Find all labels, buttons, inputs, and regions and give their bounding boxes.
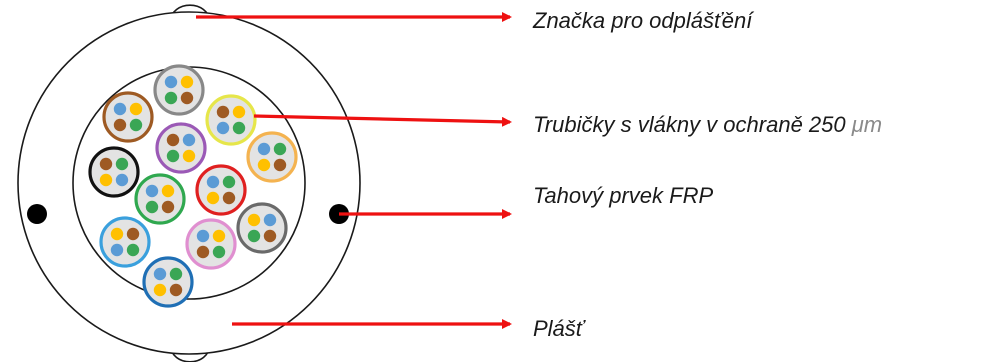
fiber-tube-ring: [155, 122, 207, 174]
fiber-orange: [161, 184, 175, 198]
fiber-orange: [153, 283, 167, 297]
fiber-orange: [182, 149, 196, 163]
fiber-orange: [257, 158, 271, 172]
fiber-green: [232, 121, 246, 135]
fiber-tube-ring: [142, 256, 194, 308]
fiber-blue: [206, 175, 220, 189]
fiber-orange: [212, 229, 226, 243]
fiber-green: [169, 267, 183, 281]
fiber-green: [222, 175, 236, 189]
fiber-brown: [216, 105, 230, 119]
fiber-tubes-group: [88, 64, 298, 308]
fiber-brown: [169, 283, 183, 297]
fiber-tube: [205, 94, 257, 146]
fiber-blue: [164, 75, 178, 89]
fiber-green: [164, 91, 178, 105]
fiber-blue: [263, 213, 277, 227]
fiber-tube-ring: [185, 218, 237, 270]
fiber-green: [126, 243, 140, 257]
fiber-orange: [99, 173, 113, 187]
fiber-tube: [153, 64, 205, 116]
label-ripcord: Značka pro odplášťění: [533, 8, 753, 33]
label-fiber-tubes-text: Trubičky s vlákny v ochraně 250: [533, 112, 846, 137]
fiber-tube-ring: [153, 64, 205, 116]
fiber-tube: [236, 202, 288, 254]
arrow-tubes: [253, 114, 512, 127]
fiber-brown: [180, 91, 194, 105]
fiber-green: [115, 157, 129, 171]
fiber-tube-ring: [134, 173, 186, 225]
fiber-blue: [145, 184, 159, 198]
fiber-tube-ring: [195, 164, 247, 216]
fiber-brown: [166, 133, 180, 147]
fiber-tube-ring: [205, 94, 257, 146]
fiber-tube-ring: [88, 146, 140, 198]
strength-member-left: [27, 204, 47, 224]
fiber-brown: [263, 229, 277, 243]
label-jacket: Plášť: [533, 316, 584, 341]
fiber-blue: [115, 173, 129, 187]
fiber-blue: [182, 133, 196, 147]
fiber-brown: [126, 227, 140, 241]
label-strength-member: Tahový prvek FRP: [533, 183, 714, 208]
fiber-tube-ring: [99, 216, 151, 268]
fiber-green: [145, 200, 159, 214]
fiber-green: [129, 118, 143, 132]
fiber-blue: [216, 121, 230, 135]
fiber-tube: [155, 122, 207, 174]
fiber-brown: [113, 118, 127, 132]
fiber-blue: [113, 102, 127, 116]
fiber-tube: [142, 256, 194, 308]
fiber-tube-ring: [246, 131, 298, 183]
fiber-brown: [99, 157, 113, 171]
fiber-tube: [246, 131, 298, 183]
fiber-brown: [161, 200, 175, 214]
fiber-tube: [88, 146, 140, 198]
fiber-blue: [257, 142, 271, 156]
fiber-tube: [102, 91, 154, 143]
fiber-green: [166, 149, 180, 163]
fiber-tube: [99, 216, 151, 268]
fiber-tube: [195, 164, 247, 216]
fiber-blue: [196, 229, 210, 243]
fiber-orange: [110, 227, 124, 241]
fiber-green: [247, 229, 261, 243]
fiber-blue: [153, 267, 167, 281]
fiber-orange: [180, 75, 194, 89]
fiber-orange: [247, 213, 261, 227]
fiber-green: [212, 245, 226, 259]
fiber-tube-ring: [236, 202, 288, 254]
fiber-brown: [196, 245, 210, 259]
fiber-tube: [185, 218, 237, 270]
fiber-green: [273, 142, 287, 156]
fiber-orange: [232, 105, 246, 119]
fiber-brown: [273, 158, 287, 172]
fiber-tube-ring: [102, 91, 154, 143]
fiber-tube: [134, 173, 186, 225]
label-fiber-tubes-unit: μm: [851, 112, 883, 137]
fiber-orange: [129, 102, 143, 116]
label-fiber-tubes: Trubičky s vlákny v ochraně 250 μm: [533, 114, 882, 136]
fiber-brown: [222, 191, 236, 205]
fiber-blue: [110, 243, 124, 257]
fiber-orange: [206, 191, 220, 205]
